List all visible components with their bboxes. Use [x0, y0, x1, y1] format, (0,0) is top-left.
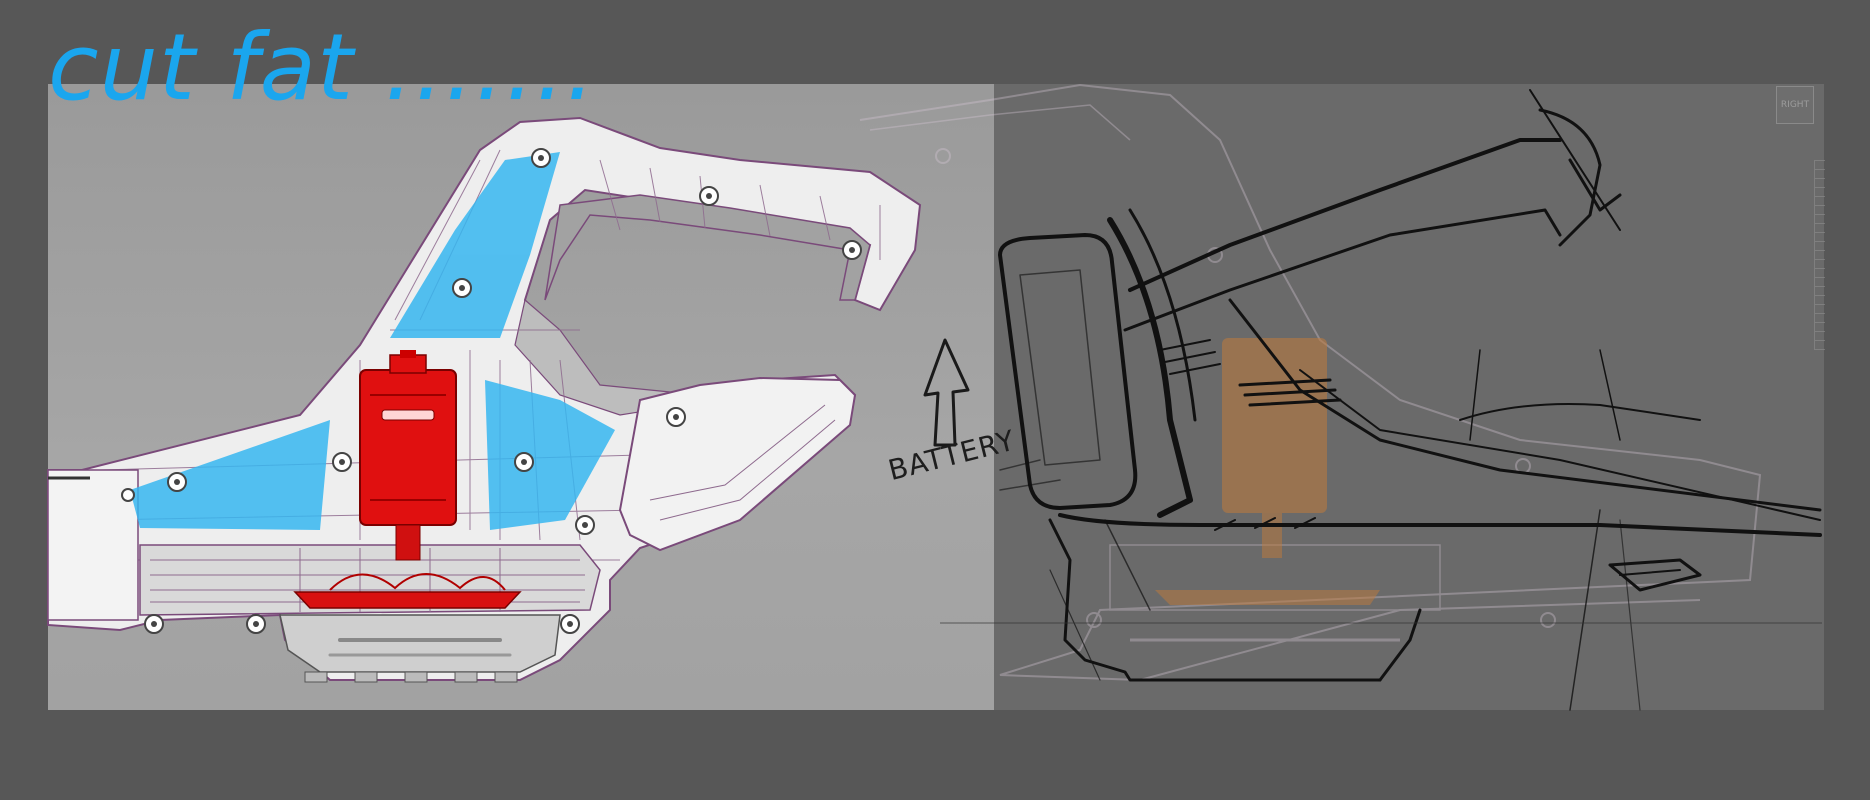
cut-regions [130, 152, 615, 530]
screw-bosses [121, 148, 862, 634]
page-title: cut fat ....... [48, 14, 596, 121]
side-ruler [1814, 160, 1825, 350]
view-cube-label[interactable]: RIGHT [1776, 86, 1814, 124]
pencil-sketch [998, 89, 1822, 711]
sketch-overlay-panel [994, 84, 1824, 710]
motor [293, 350, 522, 609]
arrow-up-icon [923, 338, 970, 447]
